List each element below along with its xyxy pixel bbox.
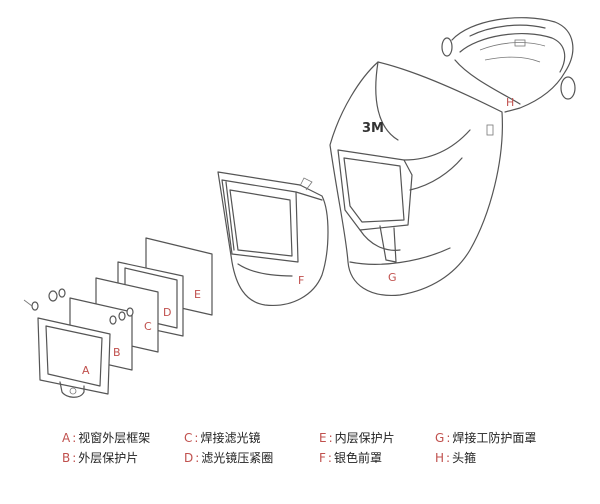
- legend-item-g: G:焊接工防护面罩: [435, 431, 537, 445]
- part-label-g: G: [388, 271, 397, 284]
- brand-logo-3m: 3M: [362, 121, 384, 136]
- legend-item-d: D:滤光镜压紧圈: [184, 451, 274, 465]
- part-label-f: F: [298, 274, 304, 287]
- front-cover-f: F: [217, 171, 329, 307]
- part-label-a: A: [82, 364, 90, 377]
- part-label-b: B: [113, 346, 121, 359]
- part-label-c: C: [144, 320, 152, 333]
- legend-item-c: C:焊接滤光镜: [184, 431, 261, 445]
- welding-shield-g: 3M G: [329, 61, 503, 297]
- legend-item-b: B:外层保护片: [62, 451, 139, 465]
- legend-item-e: E:内层保护片: [319, 431, 395, 445]
- fasteners: [23, 288, 134, 325]
- legend-item-f: F:银色前罩: [319, 451, 382, 465]
- part-label-e: E: [194, 288, 201, 301]
- headband-h: H: [441, 17, 576, 113]
- part-label-h: H: [506, 96, 514, 109]
- legend-item-a: A:视窗外层框架: [62, 431, 151, 445]
- part-label-d: D: [163, 306, 171, 319]
- outer-frame-a: A: [37, 317, 111, 398]
- legend-item-h: H:头箍: [435, 451, 477, 465]
